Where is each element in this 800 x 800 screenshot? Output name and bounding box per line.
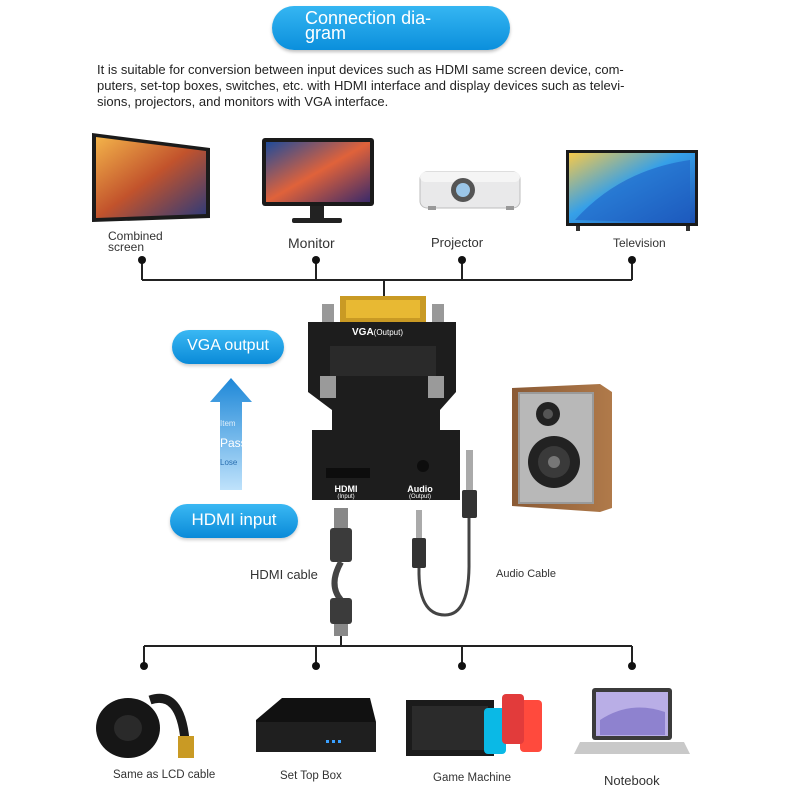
- vga-sub-label: (Output): [373, 328, 404, 337]
- set-top-box-image: [256, 698, 376, 752]
- input-label-set-top-box: Set Top Box: [280, 770, 342, 782]
- audio-sub-label: (Output): [408, 494, 431, 500]
- monitor-image: [262, 138, 374, 223]
- up-arrow-icon: [210, 378, 252, 490]
- hdmi-label: HDMI: [334, 484, 358, 494]
- title-badge: [272, 6, 510, 50]
- projector-image: [419, 171, 521, 210]
- audio-label: Audio: [407, 484, 433, 494]
- hdmi-cable-image: [330, 508, 352, 636]
- input-label-game-machine: Game Machine: [433, 772, 511, 784]
- output-label-projector: Projector: [431, 235, 484, 250]
- speaker-image: [512, 384, 612, 512]
- dongle-image: [96, 694, 194, 758]
- audio-jack-image: [462, 450, 477, 518]
- arrow-text-bottom: Lose: [220, 458, 238, 467]
- audio-cable-image: [412, 510, 471, 617]
- arrow-text-top: Item: [220, 419, 236, 428]
- vga-label: VGA: [352, 327, 374, 338]
- output-label-monitor: Monitor: [288, 235, 335, 251]
- television-image: [566, 150, 698, 231]
- input-label-dongle: Same as LCD cable: [113, 769, 216, 781]
- description-text: It is suitable for conversion between in…: [97, 62, 625, 109]
- game-machine-image: [406, 694, 542, 756]
- audio-port-label: Audio (Output): [402, 484, 438, 500]
- hdmi-port-label: HDMI (Input): [328, 484, 364, 500]
- arrow-text-middle: Pass: [220, 436, 247, 450]
- vga-connector-image: [322, 296, 444, 324]
- input-label-notebook: Notebook: [604, 773, 660, 788]
- hdmi-cable-label: HDMI cable: [250, 567, 318, 582]
- notebook-image: [574, 688, 690, 754]
- output-label-television: Television: [613, 236, 666, 250]
- diagram-title: Connection dia- gram: [305, 8, 432, 43]
- adapter-body-image: [308, 322, 460, 500]
- hdmi-sub-label: (Input): [337, 494, 355, 500]
- vga-port-label: VGA(Output): [352, 327, 403, 338]
- vga-output-badge: VGA output: [172, 330, 284, 364]
- output-label-combined-screen: Combined screen: [108, 229, 163, 254]
- hdmi-input-badge: HDMI input: [170, 504, 298, 538]
- audio-cable-label: Audio Cable: [496, 568, 556, 580]
- combined-screen-image: [92, 133, 210, 222]
